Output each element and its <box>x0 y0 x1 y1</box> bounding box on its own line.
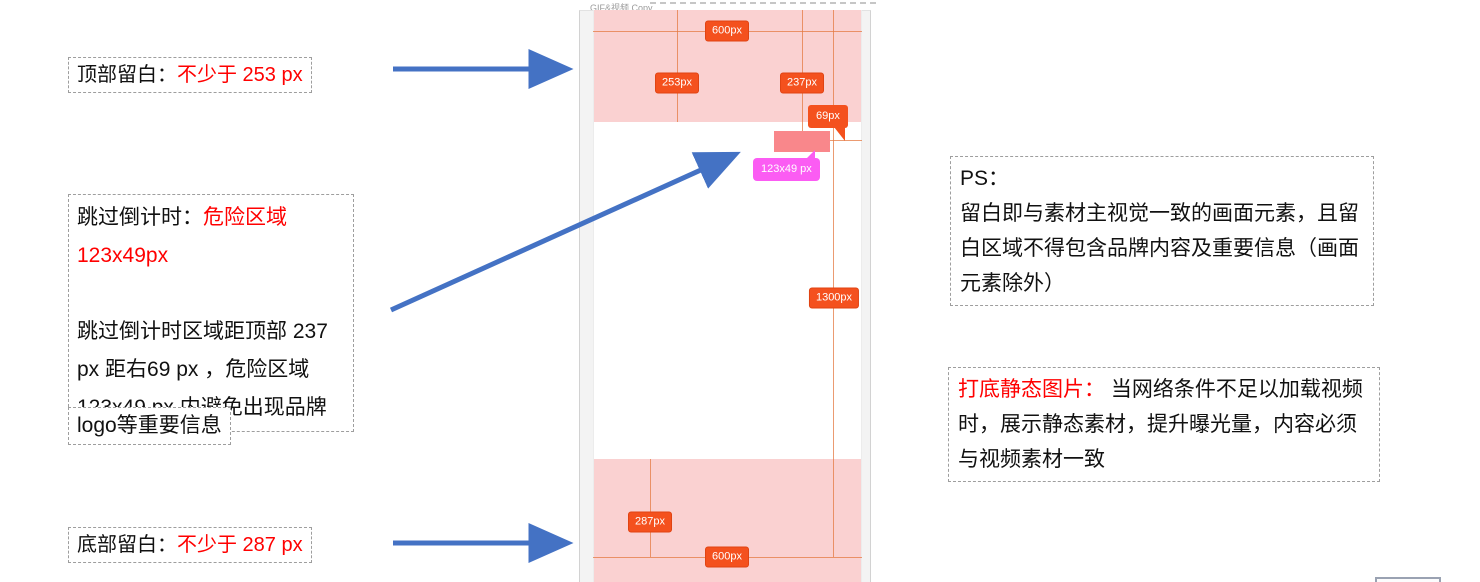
note-skip-size: 123x49px <box>77 244 169 267</box>
note-fallback-image: 打底静态图片： 当网络条件不足以加载视频时，展示静态素材，提升曝光量，内容必须与… <box>948 367 1380 482</box>
skip-danger-rect <box>774 131 830 152</box>
note-top-highlight: 不少于 253 px <box>177 64 303 86</box>
note-bottom-highlight: 不少于 287 px <box>177 534 303 556</box>
spacer <box>77 275 345 313</box>
measure-line-1300 <box>833 10 834 557</box>
selection-dashes <box>650 2 876 4</box>
tag-skip-right: 69px <box>808 105 848 141</box>
note-ps-body: 留白即与素材主视觉一致的画面元素，且留白区域不得包含品牌内容及重要信息（画面元素… <box>960 202 1359 295</box>
tag-danger-size-text: 123x49 px <box>761 163 812 175</box>
measure-line-287 <box>650 459 651 557</box>
note-top-prefix: 顶部留白： <box>77 64 177 86</box>
tag-middle-height: 1300px <box>808 287 860 309</box>
tag-skip-right-text: 69px <box>816 110 840 122</box>
note-fallback-highlight: 打底静态图片： <box>958 378 1105 401</box>
measure-line-69 <box>830 140 862 141</box>
note-skip-tail-text: logo等重要信息 <box>77 414 222 437</box>
note-top-whitespace: 顶部留白：不少于 253 px <box>68 57 312 93</box>
note-skip-countdown-tail: logo等重要信息 <box>68 407 231 445</box>
bubble-tail <box>833 127 845 141</box>
note-fallback-body: 当网络条件不足以加载视频时，展示静态素材，提升曝光量，内容必须与视频素材一致 <box>958 378 1363 471</box>
note-ps-title: PS： <box>960 167 1010 190</box>
tag-skip-top: 237px <box>780 72 824 94</box>
note-skip-highlight: 危险区域 <box>203 206 287 229</box>
artboard-title: GIF&视频 Copy <box>590 3 653 13</box>
note-bottom-whitespace: 底部留白：不少于 287 px <box>68 527 312 563</box>
tag-danger-size: 123x49 px <box>753 150 820 181</box>
note-skip-countdown: 跳过倒计时：危险区域 123x49px 跳过倒计时区域距顶部 237 px 距右… <box>68 194 354 432</box>
note-ps: PS： 留白即与素材主视觉一致的画面元素，且留白区域不得包含品牌内容及重要信息（… <box>950 156 1374 306</box>
tag-top-width: 600px <box>705 20 749 42</box>
tag-bottom-width: 600px <box>705 546 749 568</box>
tag-top-margin: 253px <box>655 72 699 94</box>
magenta-tail <box>805 150 815 159</box>
tag-bottom-margin: 287px <box>628 511 672 533</box>
measure-line-237 <box>802 10 803 131</box>
cutoff-box <box>1375 577 1441 582</box>
note-bottom-prefix: 底部留白： <box>77 534 177 556</box>
note-skip-prefix: 跳过倒计时： <box>77 206 203 229</box>
measure-line-253 <box>677 10 678 122</box>
